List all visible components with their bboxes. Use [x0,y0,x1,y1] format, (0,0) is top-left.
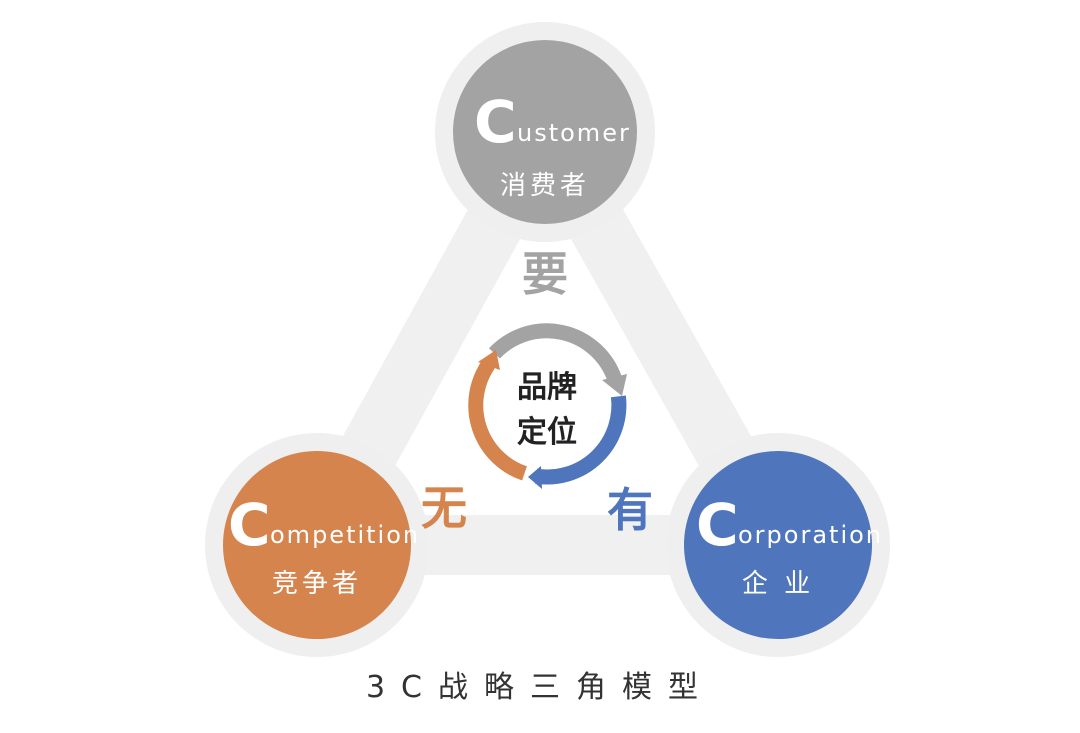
relation-left-label: 无 [421,481,467,535]
customer-word: ustomer [517,119,631,147]
cycle-arc-gray [488,323,622,381]
competition-circle [223,451,411,639]
relation-right-label: 有 [607,483,653,537]
corporation-initial: C [696,491,739,559]
competition-node: C ompetition 竞争者 [223,451,420,639]
corporation-circle [684,451,872,639]
center-label-line1: 品牌 [517,370,577,405]
corporation-node: C orporation 企 业 [684,451,883,639]
cycle-arrow-orange [478,350,500,370]
center-white-disc [481,339,613,471]
cycle-arrow-blue [528,466,542,489]
corporation-label: 企 业 [742,569,814,599]
customer-initial: C [474,88,517,156]
cycle-arc-orange [468,359,528,481]
competition-label: 竞争者 [272,569,362,599]
corporation-word: orporation [738,521,883,549]
competition-word: ompetition [270,521,420,549]
center-cycle: 品牌 定位 [468,323,627,489]
cycle-arc-blue [534,395,627,485]
competition-initial: C [228,491,271,559]
customer-circle [453,40,637,224]
customer-node: C ustomer 消费者 [453,40,637,224]
customer-label: 消费者 [500,171,590,201]
cycle-arrow-gray [602,374,627,396]
relation-top-label: 要 [522,247,568,301]
center-label-line2: 定位 [517,415,577,450]
diagram-caption: 3C战略三角模型 [365,670,715,705]
